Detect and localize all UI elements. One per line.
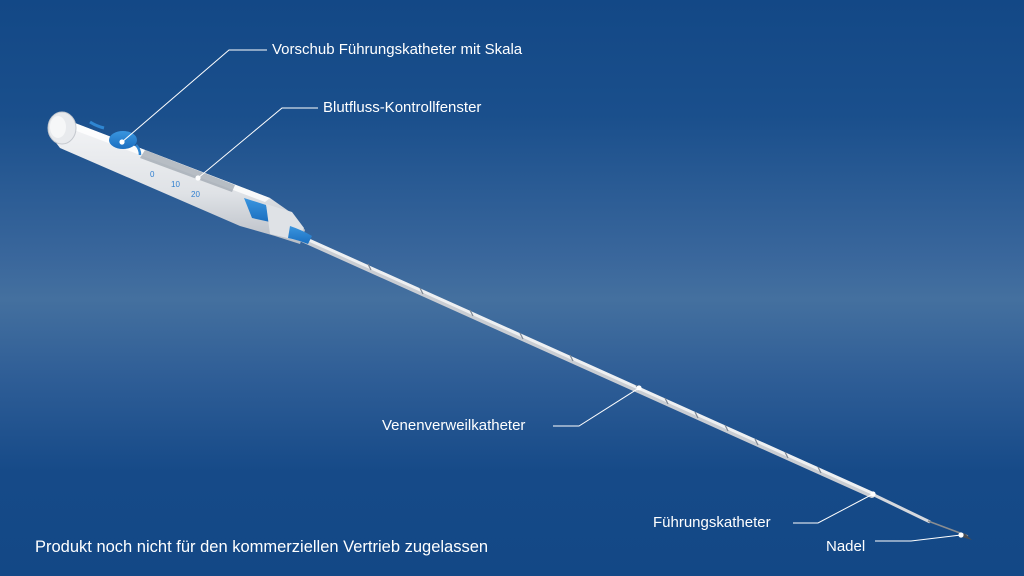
svg-text:10: 10: [171, 180, 180, 189]
svg-text:0: 0: [150, 170, 155, 179]
callout-guidewire-label: Führungskatheter: [653, 514, 771, 531]
svg-text:20: 20: [191, 190, 200, 199]
callout-lines: [121, 49, 962, 542]
callout-needle-label: Nadel: [826, 538, 866, 555]
disclaimer-text: Produkt noch nicht für den kommerziellen…: [35, 538, 489, 556]
callout-advance-label: Vorschub Führungskatheter mit Skala: [272, 41, 523, 58]
handle: 0 10 20: [47, 111, 312, 244]
scale: 0 10 20: [150, 170, 200, 199]
catheter-tube: [297, 234, 972, 540]
callout-catheter-label: Venenverweilkatheter: [382, 417, 526, 434]
callout-flashback-label: Blutfluss-Kontrollfenster: [323, 99, 482, 116]
callout-dots: [119, 139, 964, 538]
